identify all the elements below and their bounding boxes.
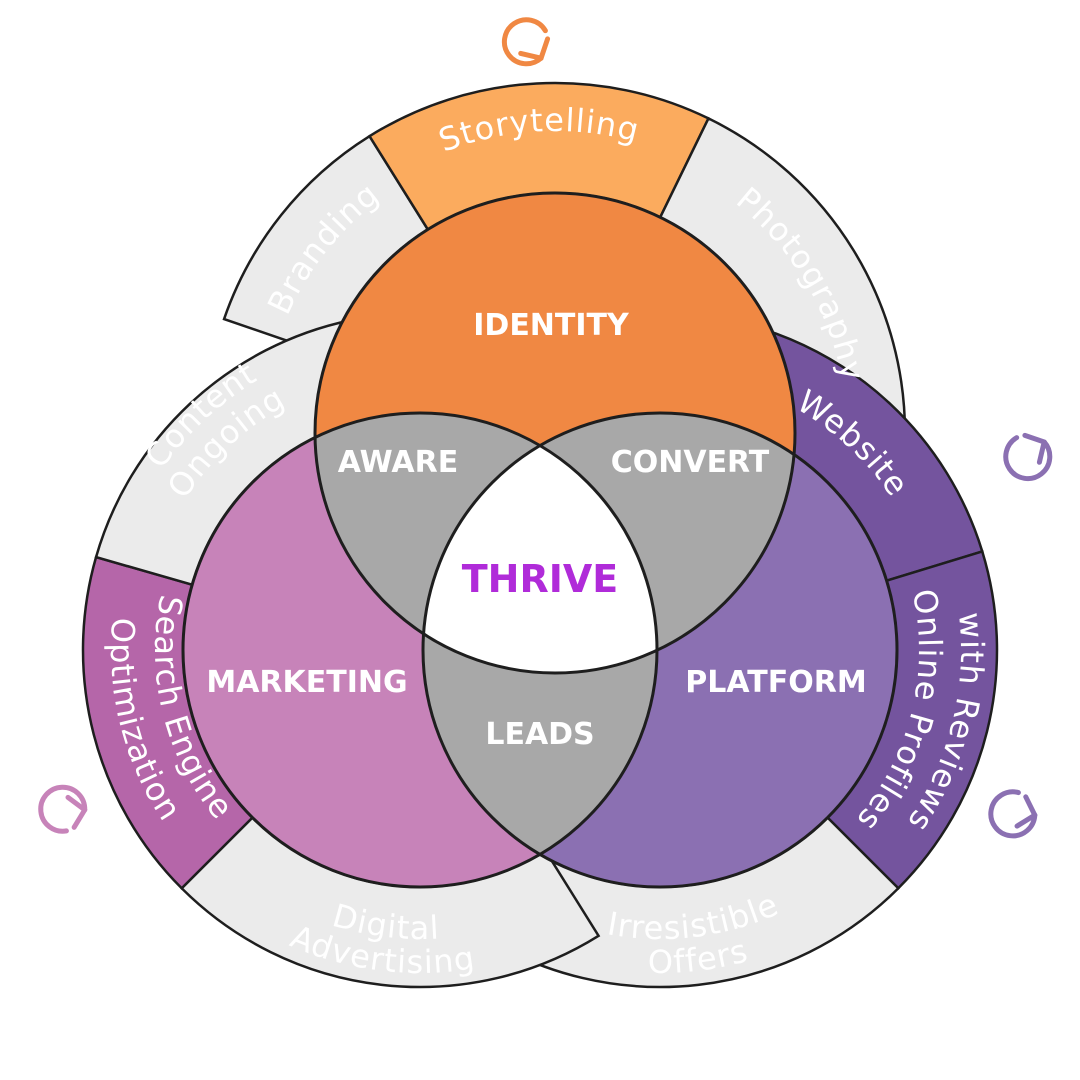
label-marketing: MARKETING: [206, 665, 407, 700]
rotate-arrow-icon: [501, 17, 551, 67]
label-convert: CONVERT: [611, 445, 770, 480]
rotate-arrow-icon: [1003, 432, 1053, 482]
label-platform: PLATFORM: [685, 665, 866, 700]
rotate-arrow-icon: [38, 784, 88, 834]
venn-outlines: [181, 191, 899, 889]
label-aware: AWARE: [338, 445, 458, 480]
rotate-arrow-icon: [988, 789, 1038, 839]
label-thrive: THRIVE: [462, 557, 619, 601]
outer-ring: [81, 81, 999, 989]
label-leads: LEADS: [485, 717, 594, 752]
label-identity: IDENTITY: [473, 308, 630, 343]
overlap-thrive: [423, 413, 657, 673]
